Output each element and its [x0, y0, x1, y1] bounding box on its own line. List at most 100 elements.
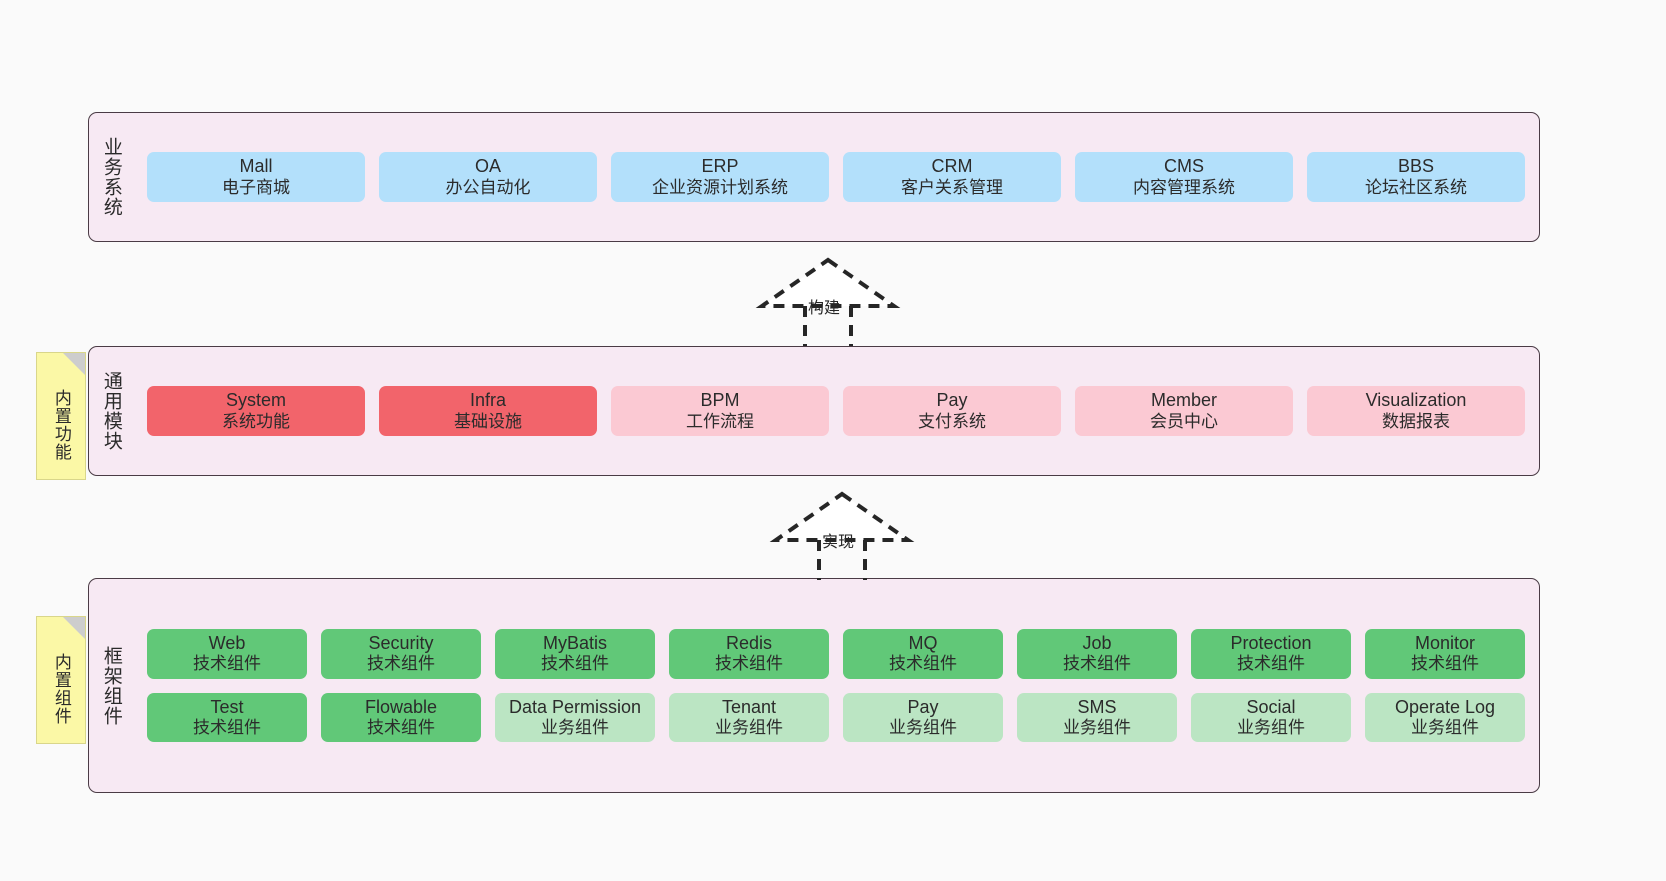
node-desc: 工作流程 [686, 411, 754, 431]
node-name: Pay [936, 390, 968, 410]
node-member[interactable]: Member 会员中心 [1075, 386, 1293, 436]
node-desc: 业务组件 [1063, 718, 1131, 738]
node-name: BPM [700, 390, 740, 410]
node-mybatis[interactable]: MyBatis 技术组件 [495, 628, 655, 679]
generalization-triangle-icon [755, 257, 901, 308]
node-sms[interactable]: SMS 业务组件 [1017, 692, 1177, 743]
node-desc: 技术组件 [367, 654, 435, 674]
node-desc: 业务组件 [715, 718, 783, 738]
node-bpm[interactable]: BPM 工作流程 [611, 386, 829, 436]
note-label: 内置组件 [51, 653, 71, 725]
node-name: Monitor [1414, 632, 1476, 653]
node-name: Mall [239, 156, 273, 176]
node-desc: 基础设施 [454, 411, 522, 431]
node-name: Visualization [1365, 390, 1467, 410]
node-desc: 系统功能 [222, 411, 290, 431]
node-flowable[interactable]: Flowable 技术组件 [321, 692, 481, 743]
node-name: MyBatis [542, 632, 607, 653]
node-name: MQ [908, 632, 938, 653]
node-name: Web [208, 632, 246, 653]
node-mall[interactable]: Mall 电子商城 [147, 152, 365, 202]
node-desc: 技术组件 [541, 654, 609, 674]
layer-body-business-system: Mall 电子商城 OA 办公自动化 ERP 企业资源计划系统 CRM 客户关系… [133, 113, 1539, 241]
node-name: System [225, 390, 286, 410]
node-crm[interactable]: CRM 客户关系管理 [843, 152, 1061, 202]
dashed-stem-icon [817, 540, 867, 580]
node-name: ERP [701, 156, 739, 176]
note-fold-icon [63, 353, 85, 375]
node-mq[interactable]: MQ 技术组件 [843, 628, 1003, 679]
node-name: CRM [931, 156, 973, 176]
node-name: Test [210, 696, 244, 717]
node-name: OA [474, 156, 501, 176]
node-test[interactable]: Test 技术组件 [147, 692, 307, 743]
note-builtin-component[interactable]: 内置组件 [36, 616, 86, 744]
node-tenant[interactable]: Tenant 业务组件 [669, 692, 829, 743]
layer-row: System 系统功能 Infra 基础设施 BPM 工作流程 Pay 支付系统… [147, 386, 1525, 436]
connector-implement: 实现 [769, 490, 915, 580]
node-name: Flowable [364, 696, 438, 717]
node-infra[interactable]: Infra 基础设施 [379, 386, 597, 436]
node-name: Infra [469, 390, 507, 410]
node-desc: 数据报表 [1382, 411, 1450, 431]
node-name: CMS [1164, 156, 1204, 176]
node-name: SMS [1077, 696, 1117, 717]
node-data-permission[interactable]: Data Permission 业务组件 [495, 692, 655, 743]
node-desc: 业务组件 [541, 718, 609, 738]
node-oa[interactable]: OA 办公自动化 [379, 152, 597, 202]
node-name: Job [1082, 632, 1112, 653]
node-desc: 技术组件 [1411, 654, 1479, 674]
layer-title-business-system: 业务系统 [100, 137, 122, 217]
connector-implement-label: 实现 [822, 534, 855, 551]
node-pay[interactable]: Pay 支付系统 [843, 386, 1061, 436]
node-system[interactable]: System 系统功能 [147, 386, 365, 436]
note-builtin-feature[interactable]: 内置功能 [36, 352, 86, 480]
node-name: Redis [725, 632, 773, 653]
layer-framework-component[interactable]: 框架组件 Web 技术组件 Security 技术组件 MyBatis 技术组件… [88, 578, 1540, 793]
dashed-stem-icon [803, 306, 853, 346]
node-desc: 技术组件 [715, 654, 783, 674]
node-desc: 技术组件 [193, 654, 261, 674]
connector-build-label: 构建 [808, 300, 841, 317]
node-redis[interactable]: Redis 技术组件 [669, 628, 829, 679]
node-social[interactable]: Social 业务组件 [1191, 692, 1351, 743]
node-bbs[interactable]: BBS 论坛社区系统 [1307, 152, 1525, 202]
node-desc: 企业资源计划系统 [652, 177, 788, 197]
node-name: BBS [1397, 156, 1435, 176]
layer-business-system[interactable]: 业务系统 Mall 电子商城 OA 办公自动化 ERP 企业资源计划系统 CRM… [88, 112, 1540, 242]
node-desc: 办公自动化 [445, 177, 531, 197]
layer-row: Test 技术组件 Flowable 技术组件 Data Permission … [147, 692, 1525, 743]
node-name: Security [368, 632, 434, 653]
node-visualization[interactable]: Visualization 数据报表 [1307, 386, 1525, 436]
node-desc: 技术组件 [193, 718, 261, 738]
node-cms[interactable]: CMS 内容管理系统 [1075, 152, 1293, 202]
layer-body-framework-component: Web 技术组件 Security 技术组件 MyBatis 技术组件 Redi… [133, 579, 1539, 792]
layer-common-module[interactable]: 通用模块 System 系统功能 Infra 基础设施 BPM 工作流程 Pay… [88, 346, 1540, 476]
node-name: Pay [907, 696, 939, 717]
node-desc: 技术组件 [1237, 654, 1305, 674]
node-web[interactable]: Web 技术组件 [147, 628, 307, 679]
node-pay-component[interactable]: Pay 业务组件 [843, 692, 1003, 743]
node-monitor[interactable]: Monitor 技术组件 [1365, 628, 1525, 679]
node-desc: 内容管理系统 [1133, 177, 1235, 197]
note-label: 内置功能 [51, 389, 71, 461]
node-desc: 客户关系管理 [901, 177, 1003, 197]
node-desc: 业务组件 [1411, 718, 1479, 738]
layer-title-common-module: 通用模块 [100, 371, 122, 451]
layer-row: Web 技术组件 Security 技术组件 MyBatis 技术组件 Redi… [147, 628, 1525, 679]
layer-row: Mall 电子商城 OA 办公自动化 ERP 企业资源计划系统 CRM 客户关系… [147, 152, 1525, 202]
node-security[interactable]: Security 技术组件 [321, 628, 481, 679]
node-desc: 会员中心 [1150, 411, 1218, 431]
node-name: Operate Log [1394, 696, 1496, 717]
node-desc: 论坛社区系统 [1365, 177, 1467, 197]
node-job[interactable]: Job 技术组件 [1017, 628, 1177, 679]
node-operate-log[interactable]: Operate Log 业务组件 [1365, 692, 1525, 743]
node-name: Social [1246, 696, 1296, 717]
node-protection[interactable]: Protection 技术组件 [1191, 628, 1351, 679]
node-desc: 业务组件 [1237, 718, 1305, 738]
node-desc: 业务组件 [889, 718, 957, 738]
node-erp[interactable]: ERP 企业资源计划系统 [611, 152, 829, 202]
generalization-triangle-icon [769, 491, 915, 542]
note-fold-icon [63, 617, 85, 639]
